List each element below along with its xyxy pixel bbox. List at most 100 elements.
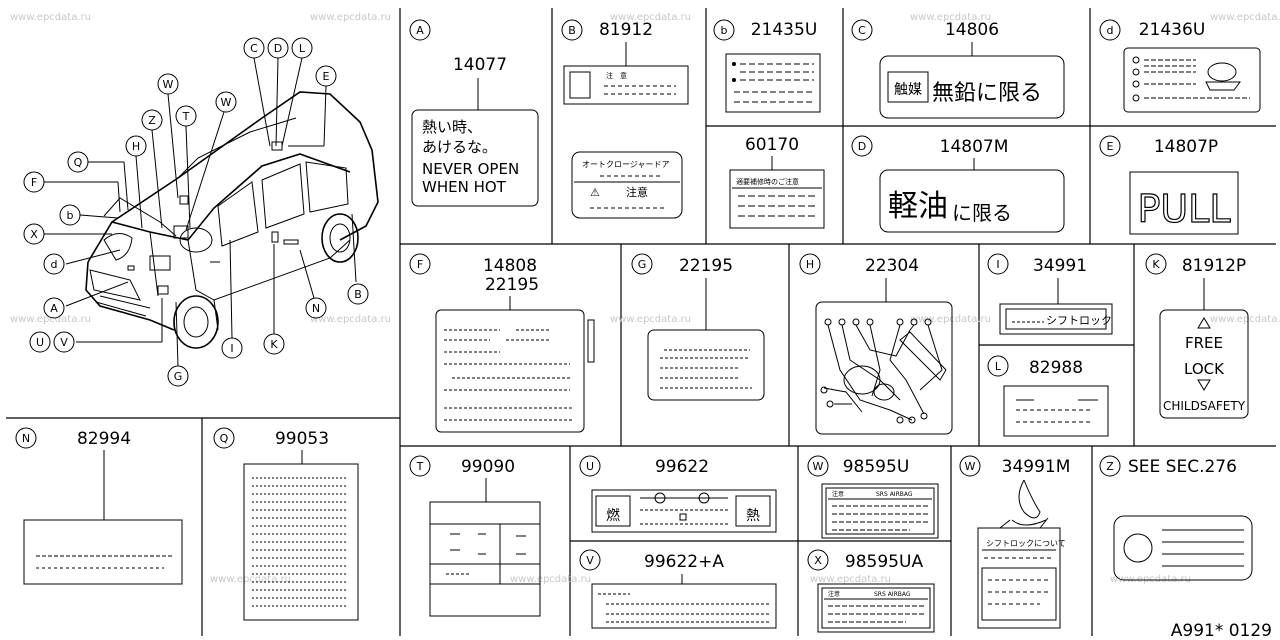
watermark: www.epcdata.ru — [510, 574, 591, 585]
panel-h: H 22304 — [799, 253, 953, 435]
part-number: 22195 — [679, 256, 733, 276]
svg-text:触媒: 触媒 — [894, 82, 922, 98]
svg-text:X: X — [30, 228, 38, 241]
svg-text:無鉛に限る: 無鉛に限る — [932, 81, 1042, 106]
svg-text:熱: 熱 — [746, 508, 760, 524]
diagram-code: A991* 0129 — [1171, 621, 1272, 640]
vehicle-callouts: C D L E W W T Z H Q F b X d A U V G I K … — [23, 37, 369, 387]
callout-marker: B — [347, 283, 369, 305]
callout-marker: I — [221, 337, 243, 359]
svg-text:FREE: FREE — [1185, 334, 1223, 352]
part-number: 14807M — [940, 137, 1009, 157]
svg-text:燃: 燃 — [606, 507, 620, 524]
watermark: www.epcdata.ru — [310, 12, 391, 23]
svg-text:V: V — [586, 554, 594, 567]
callout-marker: C — [243, 37, 265, 59]
callout-marker: A — [43, 297, 65, 319]
panel-g: G 22195 — [631, 253, 765, 401]
svg-text:オートクロージャードア: オートクロージャードア — [582, 160, 669, 169]
part-number: 99622+A — [644, 552, 724, 572]
callout-leaders — [44, 57, 357, 367]
part-number: 14077 — [453, 55, 507, 75]
panel-d: D 14807M 軽油 に限る — [851, 135, 1065, 233]
svg-text:A: A — [50, 302, 58, 315]
svg-text:T: T — [416, 460, 424, 473]
svg-text:H: H — [806, 258, 814, 271]
callout-marker: b — [59, 204, 81, 226]
svg-text:V: V — [60, 336, 68, 349]
svg-text:L: L — [299, 42, 306, 55]
svg-text:b: b — [67, 209, 74, 222]
svg-text:H: H — [132, 140, 140, 153]
svg-text:F: F — [31, 176, 37, 189]
panel-i: I 34991 シフトロック — [987, 253, 1113, 335]
label-line: 熱い時、 — [422, 118, 482, 136]
svg-text:W: W — [813, 460, 824, 473]
part-number: 22195 — [485, 275, 539, 295]
svg-text:LOCK: LOCK — [1184, 360, 1225, 378]
panel-z: Z SEE SEC.276 — [1099, 455, 1253, 581]
svg-text:I: I — [996, 258, 999, 271]
svg-text:U: U — [36, 336, 44, 349]
part-number: 99622 — [655, 457, 709, 477]
svg-text:G: G — [638, 258, 647, 271]
svg-text:d: d — [51, 258, 58, 271]
svg-text:軽油: 軽油 — [888, 189, 948, 224]
grid-lines — [6, 8, 1276, 636]
svg-text:W: W — [965, 460, 976, 473]
callout-marker: d — [43, 253, 65, 275]
part-number: 82988 — [1029, 358, 1083, 378]
watermark: www.epcdata.ru — [610, 314, 691, 325]
callout-marker: N — [305, 297, 327, 319]
label-line: WHEN HOT — [422, 178, 507, 196]
svg-text:PULL: PULL — [1137, 187, 1230, 231]
callout-marker: H — [125, 135, 147, 157]
svg-text:W: W — [163, 78, 174, 91]
panel-c: C 14806 触媒 無鉛に限る — [851, 19, 1065, 119]
callout-marker: V — [53, 331, 75, 353]
svg-text:L: L — [995, 360, 1002, 373]
svg-text:C: C — [250, 42, 258, 55]
svg-text:B: B — [354, 288, 362, 301]
svg-text:に限る: に限る — [952, 201, 1012, 225]
svg-text:b: b — [721, 24, 728, 37]
svg-text:D: D — [274, 42, 282, 55]
svg-text:C: C — [858, 24, 866, 37]
panel-v: V 99622+A — [579, 549, 777, 629]
callout-marker: E — [315, 65, 337, 87]
svg-text:注 意: 注 意 — [606, 71, 627, 80]
panel-u: U 99622 燃 熱 — [579, 455, 777, 533]
svg-text:D: D — [858, 140, 866, 153]
panel-e: E 14807P PULL — [1099, 135, 1239, 235]
svg-text:X: X — [814, 554, 822, 567]
part-number: 34991M — [1002, 457, 1071, 477]
svg-text:Z: Z — [1106, 460, 1114, 473]
panel-60170: 60170 適要補修時のご注意 — [729, 135, 825, 229]
panel-x: X 98595UA 注意 SRS AIRBAG — [807, 549, 935, 633]
svg-text:SRS AIRBAG: SRS AIRBAG — [876, 491, 913, 498]
svg-text:注意: 注意 — [832, 490, 844, 498]
svg-text:適要補修時のご注意: 適要補修時のご注意 — [736, 177, 799, 186]
svg-text:d: d — [1107, 24, 1114, 37]
watermark: www.epcdata.ru — [1210, 12, 1280, 23]
part-number: 21436U — [1139, 20, 1206, 40]
svg-text:SRS AIRBAG: SRS AIRBAG — [874, 591, 911, 598]
callout-marker: D — [267, 37, 289, 59]
callout-marker: T — [175, 105, 197, 127]
part-number: 99090 — [461, 457, 515, 477]
watermark: www.epcdata.ru — [810, 574, 891, 585]
vehicle-illustration — [85, 91, 379, 349]
part-number: 81912P — [1182, 256, 1246, 276]
panel-w2: W 34991M シフトロックについて — [959, 455, 1071, 629]
svg-text:U: U — [586, 460, 594, 473]
part-number: SEE SEC.276 — [1128, 457, 1237, 477]
watermark: www.epcdata.ru — [910, 314, 991, 325]
watermark: www.epcdata.ru — [310, 314, 391, 325]
callout-marker: G — [167, 365, 189, 387]
label-line: NEVER OPEN — [422, 160, 519, 178]
part-number: 34991 — [1033, 256, 1087, 276]
svg-text:K: K — [1152, 258, 1160, 271]
part-number: 99053 — [275, 429, 329, 449]
watermark: www.epcdata.ru — [10, 314, 91, 325]
svg-text:Z: Z — [148, 114, 156, 127]
